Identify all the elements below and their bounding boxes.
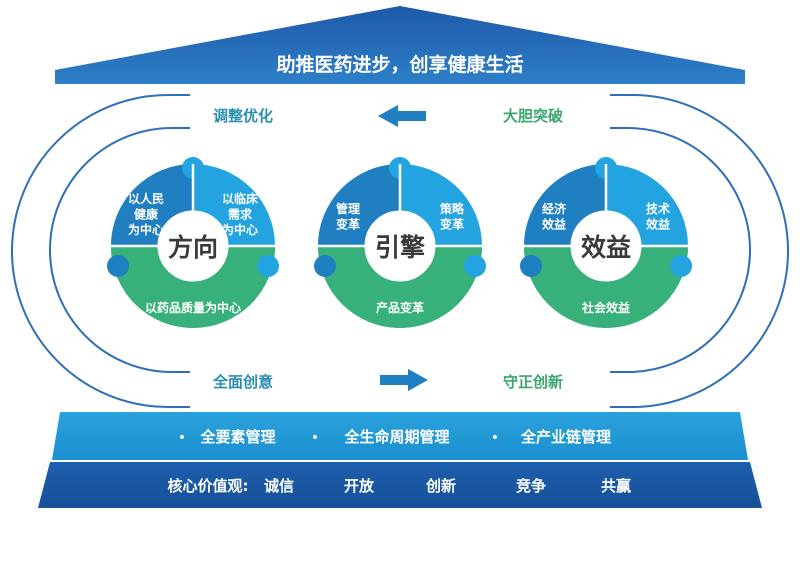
core-value-3: 竞争 — [516, 477, 546, 495]
roof-banner — [55, 6, 745, 84]
puzzle-direction: 方向 以人民健康为中心 以临床需求为中心 以药品质量为中心 — [107, 157, 279, 328]
management-band — [52, 412, 748, 460]
management-item-0: • 全要素管理 — [178, 428, 276, 446]
puzzle-engine-center: 引擎 — [375, 233, 425, 262]
puzzle-benefit-bottom: 社会效益 — [581, 300, 630, 315]
management-item-2: • 全产业链管理 — [491, 428, 611, 446]
puzzle-direction-center: 方向 — [168, 233, 218, 262]
core-value-2: 创新 — [425, 477, 456, 495]
bullet-icon: • — [311, 430, 319, 446]
core-value-1: 开放 — [344, 477, 375, 495]
management-label-1: 全生命周期管理 — [343, 428, 449, 446]
management-label-2: 全产业链管理 — [520, 428, 611, 446]
puzzle-benefit-right: 技术效益 — [646, 201, 670, 232]
puzzle-direction-bottom: 以药品质量为中心 — [145, 300, 241, 315]
bullet-icon: • — [491, 430, 499, 446]
label-comprehensive-creativity: 全面创意 — [212, 373, 273, 391]
arrow-left-icon — [378, 105, 426, 127]
arrow-right-icon — [380, 369, 428, 391]
puzzle-direction-left: 以人民健康为中心 — [128, 191, 164, 237]
management-label-0: 全要素管理 — [199, 428, 275, 446]
puzzle-engine-bottom: 产品变革 — [376, 300, 424, 315]
label-innovation: 守正创新 — [503, 373, 563, 391]
puzzle-engine: 引擎 管理变革 策略变革 产品变革 — [314, 157, 486, 328]
bullet-icon: • — [178, 430, 186, 446]
puzzle-engine-left: 管理变革 — [336, 201, 360, 232]
core-value-4: 共赢 — [601, 477, 631, 495]
puzzle-engine-right: 策略变革 — [440, 201, 465, 232]
main-title: 助推医药进步，创享健康生活 — [276, 53, 523, 76]
core-values-band — [38, 462, 762, 508]
puzzle-benefit-center: 效益 — [581, 233, 631, 262]
label-adjust-optimize: 调整优化 — [213, 107, 273, 125]
puzzle-direction-right: 以临床需求为中心 — [222, 191, 259, 237]
core-value-0: 诚信 — [264, 477, 294, 495]
puzzle-benefit: 效益 经济效益 技术效益 社会效益 — [520, 157, 692, 328]
core-values-label: 核心价值观: — [168, 477, 249, 495]
management-item-1: • 全生命周期管理 — [311, 428, 450, 446]
puzzle-benefit-left: 经济效益 — [542, 201, 567, 232]
label-bold-breakthrough: 大胆突破 — [503, 107, 563, 125]
